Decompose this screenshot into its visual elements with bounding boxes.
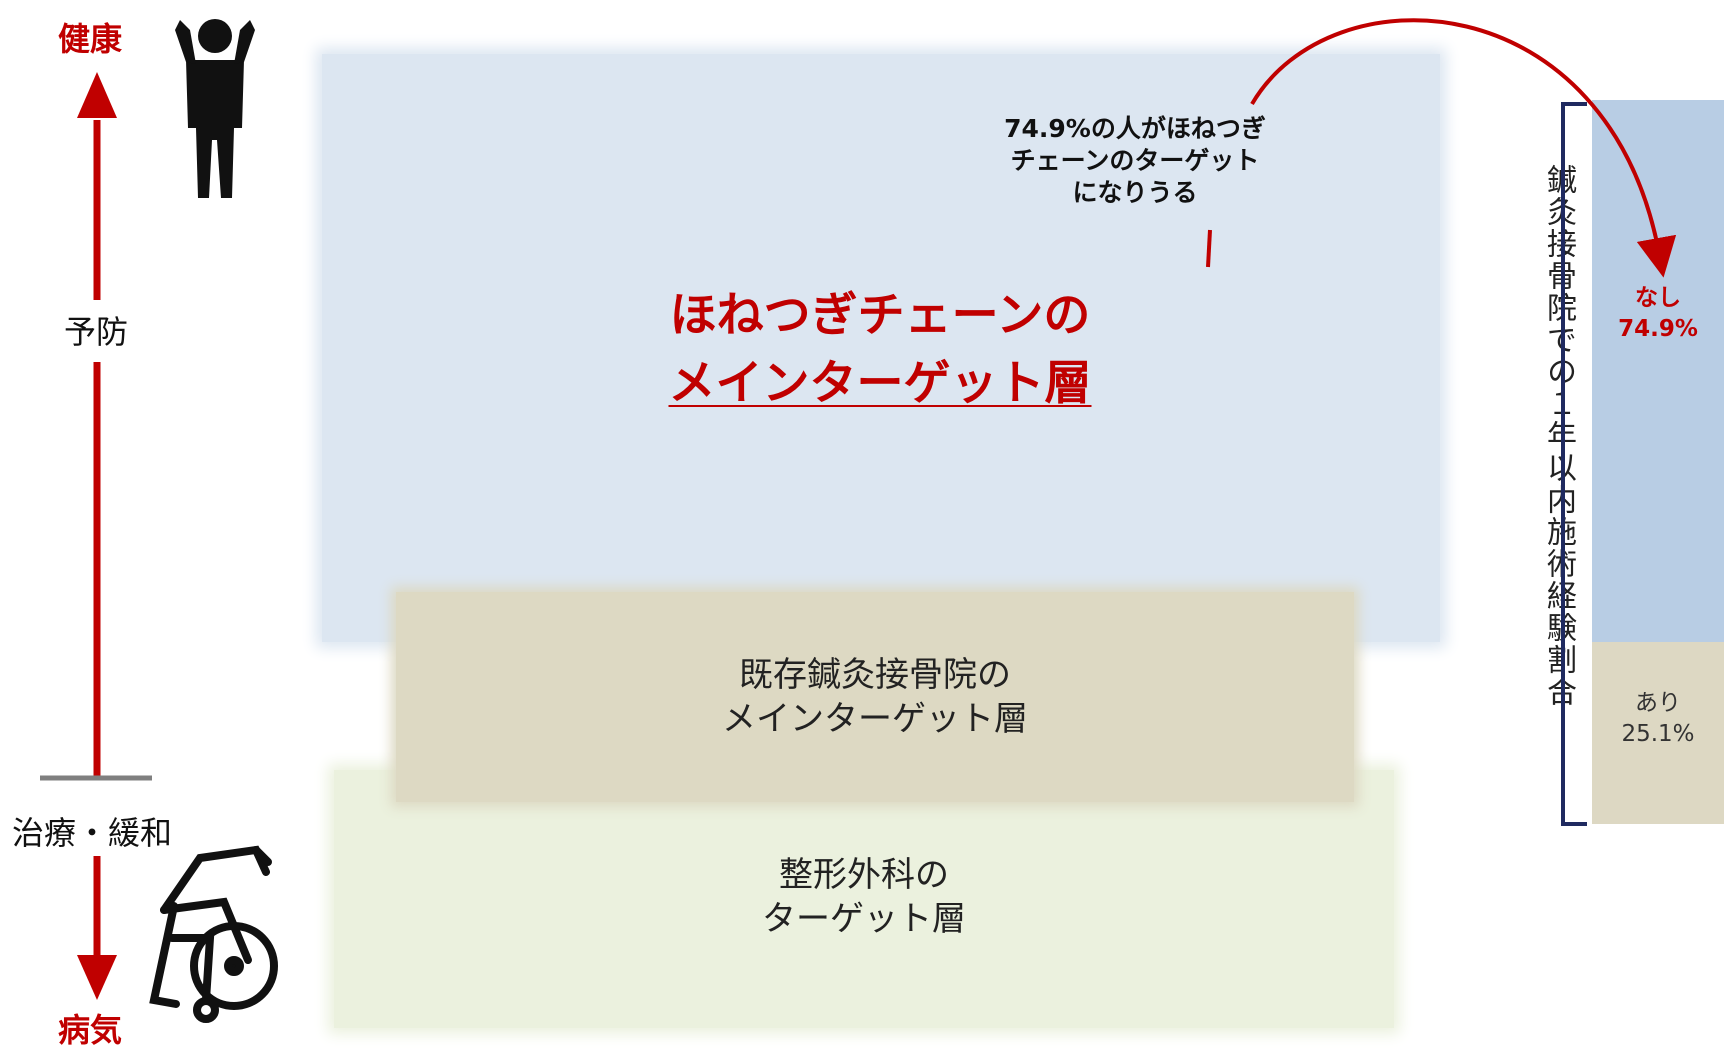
existing-clinic-layer-label: 既存鍼灸接骨院の メインターゲット層: [722, 653, 1028, 741]
bar-value-none: 74.9%: [1618, 316, 1698, 343]
bar-label-none: なし 74.9%: [1592, 283, 1724, 345]
main-target-title: ほねつぎチェーンの メインターゲット層: [560, 282, 1200, 418]
experience-bar: [1592, 100, 1724, 824]
bar-value-yes: 25.1%: [1621, 721, 1695, 748]
bar-segment-yes: [1592, 642, 1724, 824]
existing-clinic-layer: 既存鍼灸接骨院の メインターゲット層: [396, 592, 1354, 802]
treatment-label: 治療・緩和: [12, 808, 173, 854]
callout-arrow: [1250, 18, 1677, 278]
callout-line3: になりうる: [1072, 178, 1198, 207]
orthopedics-layer: [334, 770, 1394, 1028]
bar-segment-none: [1592, 100, 1724, 642]
main-target-layer: [322, 54, 1440, 642]
health-label: 健康: [58, 20, 123, 58]
illness-arrow: [77, 856, 117, 1000]
illness-label: 病気: [58, 1011, 123, 1049]
existing-layer-line2: メインターゲット層: [722, 699, 1028, 739]
orthopedics-layer-label: 整形外科の ターゲット層: [762, 853, 966, 941]
healthy-person-icon: [175, 19, 255, 198]
bar-label-none-text: なし: [1635, 285, 1681, 311]
bar-label-yes-text: あり: [1635, 690, 1681, 716]
ortho-layer-line2: ターゲット層: [762, 899, 966, 939]
health-arrow: [77, 72, 117, 778]
bar-bracket: [1561, 102, 1587, 826]
main-title-line2: メインターゲット層: [668, 356, 1092, 412]
orthopedics-layer-label-box: 整形外科の ターゲット層: [334, 842, 1394, 952]
bar-label-yes: あり 25.1%: [1592, 688, 1724, 750]
existing-layer-line1: 既存鍼灸接骨院の: [739, 654, 1011, 695]
callout-tick: [1206, 229, 1212, 268]
callout-text: 74.9%の人がほねつぎ チェーンのターゲット になりうる: [960, 113, 1310, 209]
main-title-line1: ほねつぎチェーンの: [669, 288, 1091, 343]
prevention-label: 予防: [64, 303, 129, 357]
wheelchair-icon: [149, 845, 278, 1023]
callout-line2: チェーンのターゲット: [1010, 146, 1260, 175]
callout-line1: 74.9%の人がほねつぎ: [1004, 114, 1266, 143]
ortho-layer-line1: 整形外科の: [779, 854, 949, 895]
experience-bar-caption: 鍼灸接骨院での１年以内施術経験割合: [1541, 164, 1576, 708]
